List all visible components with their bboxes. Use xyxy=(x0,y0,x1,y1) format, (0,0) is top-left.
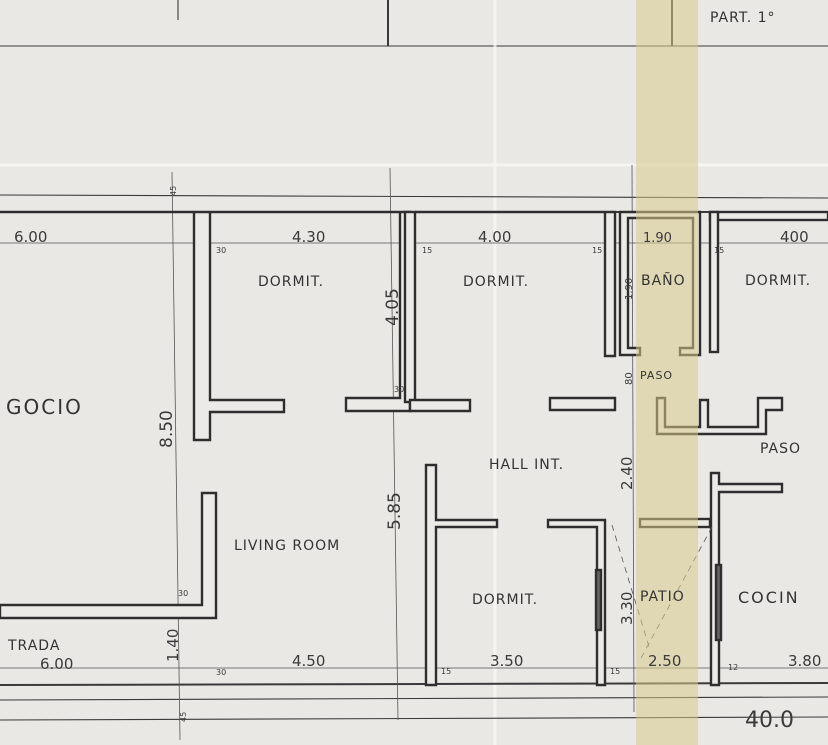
room-bano: BAÑO xyxy=(641,272,686,289)
room-cocina: COCIN xyxy=(738,588,800,607)
dim-585: 5.85 xyxy=(385,492,405,530)
dim-15-e: 15 xyxy=(610,667,620,676)
room-paso-1: PASO xyxy=(640,369,673,382)
room-paso-2: PASO xyxy=(760,441,801,457)
dim-bot-patio: 2.50 xyxy=(648,652,681,670)
dim-15-a: 15 xyxy=(422,246,432,255)
dim-30-b: 30 xyxy=(394,385,404,394)
room-dormit-2: DORMIT. xyxy=(463,274,529,290)
room-living: LIVING ROOM xyxy=(234,538,340,554)
sheet-label: PART. 1° xyxy=(710,10,776,26)
dim-bot-entrada: 6.00 xyxy=(40,655,73,673)
tape-strip xyxy=(636,0,698,745)
room-dormit-4: DORMIT. xyxy=(472,592,538,608)
dim-top-dormit-2: 4.00 xyxy=(478,228,511,246)
dim-12: 12 xyxy=(728,663,738,672)
dim-total: 40.0 xyxy=(745,708,794,733)
dim-bot-dormit: 3.50 xyxy=(490,652,523,670)
room-entrada: TRADA xyxy=(7,638,60,654)
dimension-labels: 6.00 4.30 4.00 1.90 400 8.50 4.05 5.85 2… xyxy=(14,186,821,733)
dim-top-dormit-1: 4.30 xyxy=(292,228,325,246)
dim-bot-cocina: 3.80 xyxy=(788,652,821,670)
dim-30-c: 30 xyxy=(178,589,188,598)
dim-140: 1.40 xyxy=(164,629,182,662)
room-dormit-1: DORMIT. xyxy=(258,274,324,290)
dim-45-top: 45 xyxy=(169,186,178,196)
dim-top-negocio: 6.00 xyxy=(14,228,47,246)
walls xyxy=(0,210,828,687)
dim-15-c: 15 xyxy=(714,246,724,255)
dim-top-dormit-3: 400 xyxy=(780,228,809,246)
dim-190-v: 1.90 xyxy=(624,278,635,300)
dim-330: 3.30 xyxy=(618,592,636,625)
room-hall: HALL INT. xyxy=(489,457,564,473)
room-dormit-3: DORMIT. xyxy=(745,273,811,289)
dim-bot-living: 4.50 xyxy=(292,652,325,670)
dim-30-a: 30 xyxy=(216,246,226,255)
dim-paso: 80 xyxy=(624,372,635,385)
room-labels: GOCIO DORMIT. DORMIT. BAÑO DORMIT. PASO … xyxy=(6,272,811,654)
room-negocio: GOCIO xyxy=(6,395,83,419)
dim-405: 4.05 xyxy=(383,288,403,326)
room-patio: PATIO xyxy=(640,589,685,605)
dim-top-bano: 1.90 xyxy=(643,231,672,246)
dim-850: 8.50 xyxy=(157,410,177,448)
dim-15-d: 15 xyxy=(441,667,451,676)
dim-30-d: 30 xyxy=(216,668,226,677)
title-block: PART. 1° xyxy=(0,0,828,47)
dim-240: 2.40 xyxy=(618,457,636,490)
dim-45-bot: 45 xyxy=(179,712,188,722)
dim-15-b: 15 xyxy=(592,246,602,255)
